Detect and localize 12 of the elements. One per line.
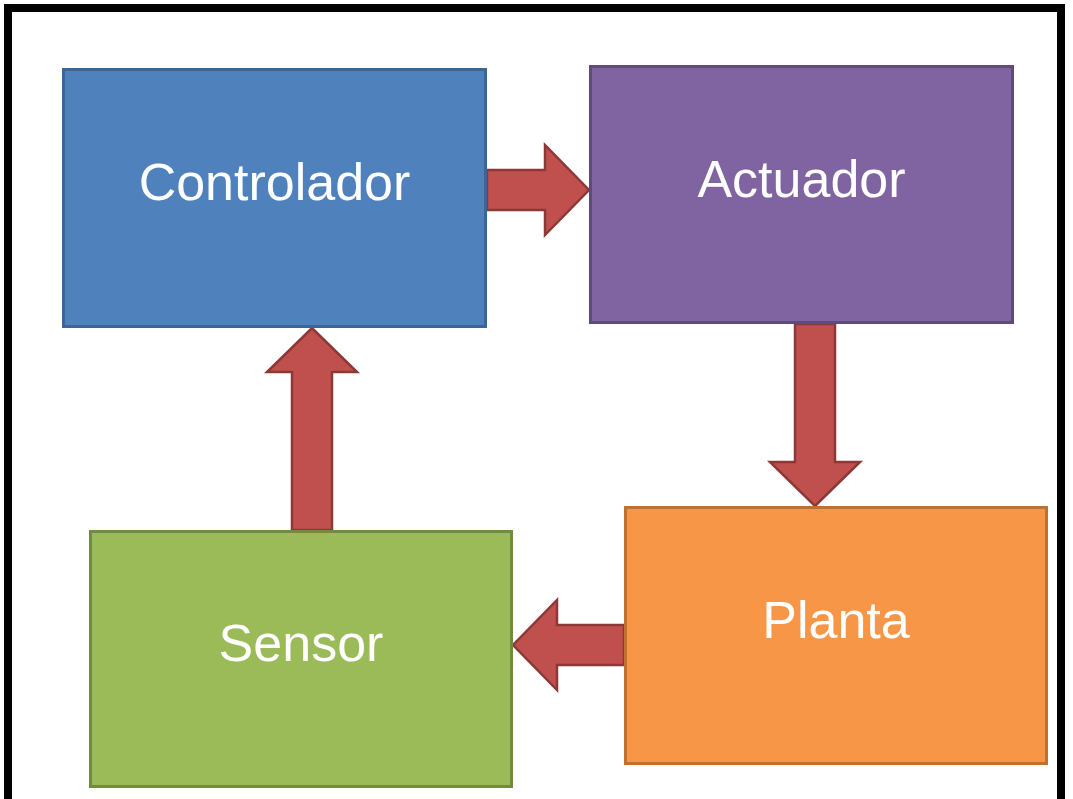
box-label: Controlador	[138, 152, 411, 212]
box-label: Planta	[762, 589, 910, 650]
block-arrow	[263, 326, 361, 532]
block-arrow	[766, 322, 864, 508]
block-box	[89, 530, 513, 788]
block-box	[589, 65, 1014, 324]
block-arrow	[485, 141, 591, 239]
block-arrow	[511, 596, 626, 694]
box-label: Sensor	[218, 613, 384, 673]
block-box	[62, 68, 487, 328]
block-box	[624, 506, 1048, 765]
box-label: Actuador	[697, 148, 906, 209]
